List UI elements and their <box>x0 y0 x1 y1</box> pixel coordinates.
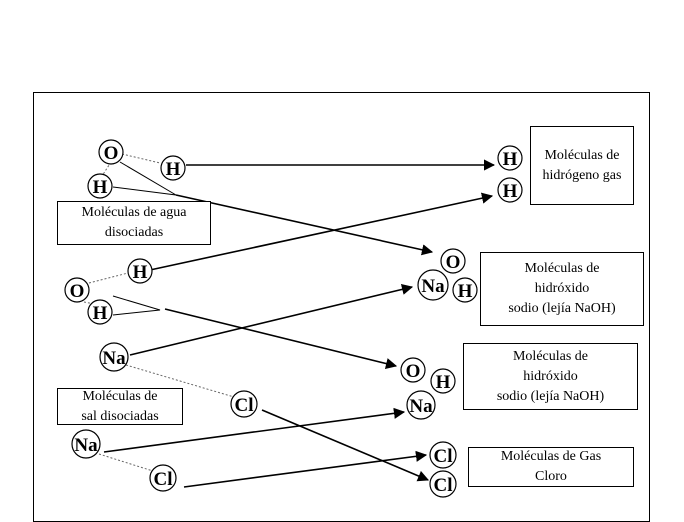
atom-label: Cl <box>434 475 453 496</box>
atom-salt2-cl: Cl <box>149 464 177 492</box>
atom-label: Na <box>74 435 98 456</box>
atom-label: Na <box>102 348 126 369</box>
atom-label: H <box>458 281 473 302</box>
atom-water1-o: O <box>98 139 124 165</box>
reaction-arrows <box>103 159 496 488</box>
bond-water2-oh1 <box>88 272 129 284</box>
atom-label: O <box>104 143 119 164</box>
atom-salt1-cl: Cl <box>230 390 258 418</box>
arrow-water1-to-naoh <box>175 194 434 256</box>
arrow-na-to-naoh-b <box>103 407 406 453</box>
atom-salt1-na: Na <box>99 342 129 372</box>
atom-label: Na <box>409 396 433 417</box>
atom-prod-naoh1-na: Na <box>417 269 449 301</box>
atom-prod-naoh1-o: O <box>440 248 466 274</box>
atom-prod-cl2-b: Cl <box>429 470 457 498</box>
arrow-water2-to-naoh <box>164 308 398 370</box>
arrow-na-to-naoh <box>129 283 414 356</box>
callout-water-2 <box>112 295 161 316</box>
bond-lines <box>83 153 235 473</box>
atom-water2-o: O <box>64 277 90 303</box>
bond-salt1-nacl <box>125 364 235 398</box>
atom-label: Na <box>421 276 445 297</box>
atom-prod-naoh2-na: Na <box>406 390 436 420</box>
atom-water1-h1: H <box>160 155 186 181</box>
atom-label: O <box>446 252 461 273</box>
bond-water1-oh2 <box>101 161 112 177</box>
atom-label: H <box>93 303 108 324</box>
atom-label: H <box>436 372 451 393</box>
label-salt-dissociated: Moléculas de sal disociadas <box>57 388 183 425</box>
atom-label: H <box>133 262 148 283</box>
atom-water2-h1: H <box>127 258 153 284</box>
bond-water1-oh1 <box>121 153 161 164</box>
atom-salt2-na: Na <box>71 429 101 459</box>
atom-label: H <box>503 149 518 170</box>
atom-label: H <box>93 177 108 198</box>
arrow-cl-to-cl2-b <box>183 450 428 488</box>
arrow-h-to-h2-b <box>149 192 494 271</box>
atom-prod-naoh2-h: H <box>430 368 456 394</box>
bond-salt2-nacl <box>98 453 157 473</box>
atom-prod-h2-a: H <box>497 145 523 171</box>
atoms: O H H H O H Na Cl Na Cl H H O Na H O H N… <box>64 139 523 498</box>
atom-label: H <box>503 181 518 202</box>
atom-prod-h2-b: H <box>497 177 523 203</box>
label-sodium-hydroxide-1: Moléculas de hidróxido sodio (lejía NaOH… <box>480 252 644 326</box>
atom-label: Cl <box>434 446 453 467</box>
atom-prod-naoh2-o: O <box>400 357 426 383</box>
atom-prod-naoh1-h: H <box>452 277 478 303</box>
atom-label: O <box>406 361 421 382</box>
label-hydrogen-gas: Moléculas de hidrógeno gas <box>530 126 634 205</box>
atom-label: Cl <box>154 469 173 490</box>
atom-label: Cl <box>235 395 254 416</box>
atom-water1-h2: H <box>87 173 113 199</box>
arrow-cl-to-cl2 <box>261 409 430 482</box>
atom-label: O <box>70 281 85 302</box>
atom-label: H <box>166 159 181 180</box>
label-sodium-hydroxide-2: Moléculas de hidróxido sodio (lejía NaOH… <box>463 343 638 410</box>
label-chlorine-gas: Moléculas de Gas Cloro <box>468 447 634 487</box>
atom-water2-h2: H <box>87 299 113 325</box>
atom-prod-cl2-a: Cl <box>429 441 457 469</box>
label-water-dissociated: Moléculas de agua disociadas <box>57 201 211 245</box>
